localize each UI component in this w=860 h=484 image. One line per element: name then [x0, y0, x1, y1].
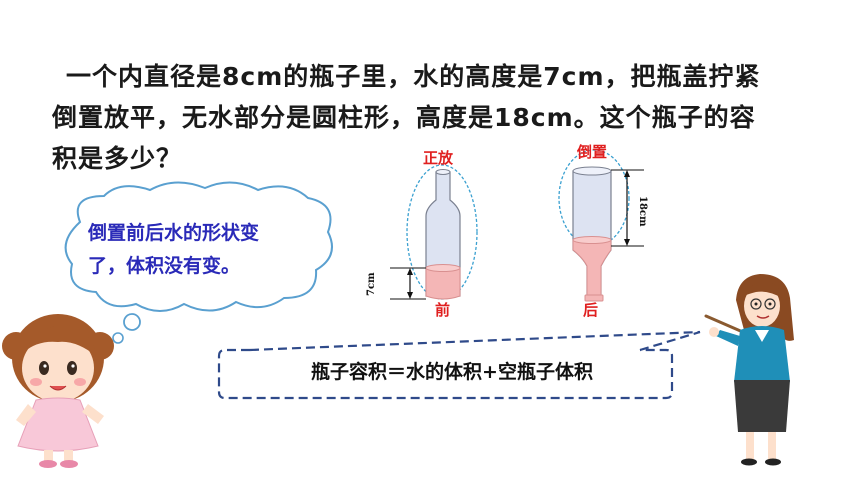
teacher-glasses-right [764, 298, 776, 310]
formula-text: 瓶子容积＝水的体积+空瓶子体积 [311, 360, 593, 383]
teacher-leg-right [768, 432, 776, 460]
girl-pigtail-left [2, 332, 30, 360]
problem-line-1: 一个内直径是8cm的瓶子里，水的高度是7cm，把瓶盖拧紧 [66, 62, 761, 91]
girl-bangs [24, 325, 96, 356]
girl-leg-right [64, 450, 73, 462]
girl-eye-shine-left [43, 364, 47, 368]
girl-arm-left [16, 404, 36, 426]
inverted-top [572, 166, 612, 176]
empty-height-label: 18cm [637, 196, 648, 227]
girl-eye-right [67, 361, 77, 375]
teacher-character [704, 274, 794, 466]
upright-mouth [435, 169, 451, 175]
formula-pointer-line-1 [249, 330, 701, 352]
girl-blush-right [74, 378, 86, 386]
dim-18-arrow-down [624, 239, 630, 246]
teacher-face [744, 285, 780, 327]
teacher-collar [755, 330, 769, 342]
teacher-shoe-right [765, 458, 781, 466]
bubble-line-1: 倒置前后水的形状变 [88, 222, 260, 244]
teacher-shoe-left [741, 458, 757, 466]
girl-eye-left [39, 361, 49, 375]
upright-bottle [390, 164, 478, 300]
bubble-line-2: 了，体积没有变。 [88, 255, 241, 277]
bubble-dot-large [123, 313, 141, 331]
problem-line-2: 倒置放平，无水部分是圆柱形，高度是18cm。这个瓶子的容 [52, 103, 756, 132]
dim-18-arrow-up [624, 170, 630, 177]
girl-eye-shine-right [71, 364, 75, 368]
teacher-bangs [744, 281, 782, 298]
girl-leg-left [44, 450, 53, 462]
problem-line-3: 积是多少？ [52, 144, 183, 173]
inverted-label: 倒置 [577, 143, 608, 161]
girl-dress [17, 397, 99, 452]
girl-face [22, 334, 94, 402]
upright-water [425, 267, 461, 300]
girl-shoe-left [39, 460, 57, 468]
girl-blush-left [30, 378, 42, 386]
upright-label: 正放 [423, 149, 454, 167]
girl-character [2, 314, 114, 468]
teacher-skirt [734, 380, 790, 432]
girl-arm-right [82, 404, 104, 424]
inverted-cap [584, 294, 604, 302]
upright-water-surface [425, 264, 461, 272]
dim-7-arrow-down [407, 292, 413, 299]
problem-text: 一个内直径是8cm的瓶子里，水的高度是7cm，把瓶盖拧紧 倒置放平，无水部分是圆… [52, 56, 822, 179]
girl-mouth [49, 385, 67, 391]
teacher-eye-left [754, 302, 758, 306]
bubble-cloud [64, 181, 333, 312]
teacher-hand [709, 327, 719, 337]
thought-bubble [64, 181, 333, 344]
teacher-shirt [734, 326, 790, 382]
before-label: 前 [435, 301, 451, 319]
teacher-leg-left [746, 432, 754, 460]
teacher-eye-right [768, 302, 772, 306]
formula-frame [217, 330, 701, 400]
teacher-arm [716, 330, 740, 346]
water-height-label: 7cm [366, 272, 377, 296]
formula-pointer-line-2 [639, 330, 701, 352]
dim-7-arrow-up [407, 268, 413, 275]
teacher-mouth [756, 315, 770, 319]
after-label: 后 [583, 301, 599, 319]
bubble-dot-small [112, 332, 124, 344]
girl-shoe-right [60, 460, 78, 468]
bubble-text: 倒置前后水的形状变 了，体积没有变。 [88, 217, 318, 283]
inverted-bottle [558, 149, 644, 302]
teacher-glasses-left [750, 298, 762, 310]
inverted-water-surface [572, 236, 612, 244]
inverted-water [572, 239, 612, 297]
formula-dashed-border [217, 348, 674, 400]
